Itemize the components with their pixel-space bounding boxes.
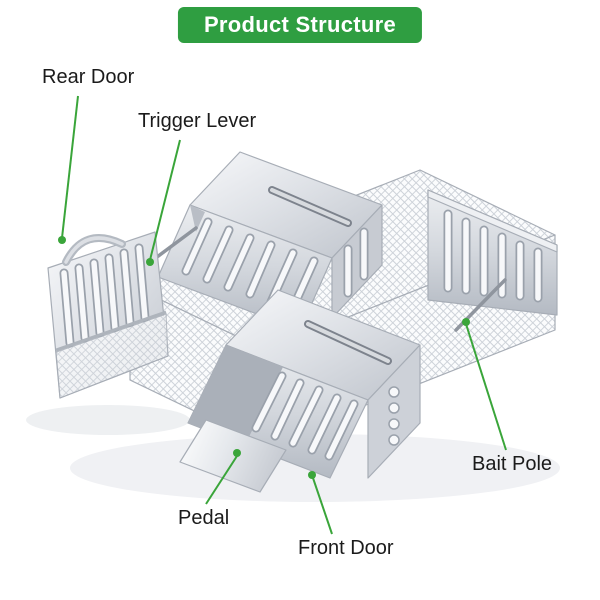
pedal-plate: [179, 419, 287, 493]
rear-door-part: [47, 231, 169, 399]
label-pedal: Pedal: [178, 507, 230, 529]
page-title: Product Structure: [203, 12, 397, 37]
leader-lines: [58, 95, 507, 535]
label-trigger-lever: Trigger Lever: [138, 110, 257, 132]
label-front-door: Front Door: [298, 537, 394, 559]
label-bait-pole: Bait Pole: [472, 453, 553, 475]
label-rear-door: Rear Door: [42, 66, 135, 88]
title-banner: Product Structure: [177, 7, 423, 43]
front-door-part: [179, 289, 421, 493]
side-plate-holes: [367, 344, 421, 479]
right-end-panel: [427, 189, 558, 316]
bait-pole-rod: [454, 278, 507, 332]
